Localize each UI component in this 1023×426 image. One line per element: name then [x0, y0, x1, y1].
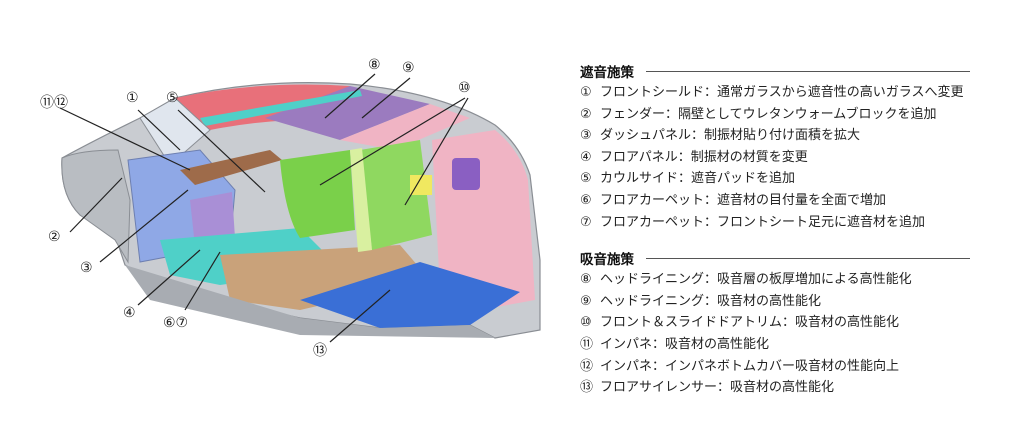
- callout-9: ⑨: [402, 60, 415, 76]
- callout-13: ⑬: [313, 343, 327, 359]
- fender: [61, 149, 131, 264]
- legend-item: ⑧ ヘッドライニング：吸音層の板厚増加による高性能化: [580, 269, 1000, 291]
- callout-3: ③: [80, 260, 93, 276]
- item-text: フロント＆スライドドアトリム：吸音材の高性能化: [600, 315, 900, 331]
- callout-6-7: ⑥⑦: [163, 315, 189, 331]
- car-cutaway-illustration: [59, 73, 541, 343]
- section-rule: [646, 70, 970, 72]
- legend-item: ⑩ フロント＆スライドドアトリム：吸音材の高性能化: [580, 312, 1000, 334]
- item-number: ⑬: [580, 380, 594, 396]
- leader-lines: [59, 73, 469, 343]
- legend-item: ⑥ フロアカーペット：遮音材の目付量を全面で増加: [580, 190, 1000, 212]
- legend-item: ⑫ インパネ：インパネボトムカバー吸音材の性能向上: [580, 356, 1000, 378]
- item-text: フロントシールド：通常ガラスから遮音性の高いガラスへ変更: [600, 85, 964, 100]
- rear-purple-trim: [452, 158, 480, 190]
- floor-silencer: [300, 262, 520, 328]
- callout-10: ⑩: [458, 80, 471, 96]
- dash-block-purple: [190, 192, 235, 246]
- b-pillar: [350, 148, 372, 252]
- item-text: フロアサイレンサー：吸音材の高性能化: [600, 380, 835, 396]
- callout-2: ②: [48, 229, 61, 245]
- section-rule: [646, 257, 970, 259]
- item-number: ⑤: [580, 171, 592, 187]
- item-text: フェンダー：隔壁としてウレタンウォームブロックを追加: [600, 106, 937, 122]
- item-number: ⑥: [580, 192, 592, 208]
- item-text: ヘッドライニング：吸音層の板厚増加による高性能化: [600, 272, 912, 288]
- headliner-rear: [340, 104, 470, 150]
- windshield: [139, 97, 211, 166]
- legend-item: ④ フロアパネル：制振材の材質を変更: [580, 147, 1000, 169]
- floor-carpet: [220, 245, 430, 310]
- callout-1: ①: [126, 90, 139, 106]
- legend-item: ① フロントシールド：通常ガラスから遮音性の高いガラスへ変更: [580, 82, 1000, 104]
- headliner-strip: [200, 90, 362, 126]
- callout-4: ④: [123, 305, 136, 321]
- item-text: ヘッドライニング：吸音材の高性能化: [600, 293, 822, 309]
- item-number: ⑦: [580, 214, 592, 230]
- steering-column: [180, 150, 282, 185]
- item-text: インパネ：インパネボトムカバー吸音材の性能向上: [600, 358, 900, 374]
- item-number: ⑩: [580, 315, 592, 331]
- section-title: 遮音施策: [580, 65, 634, 81]
- section-title: 吸音施策: [580, 252, 634, 269]
- item-number: ⑫: [580, 358, 594, 374]
- legend-item: ⑦ フロアカーペット：フロントシート足元に遮音材を追加: [580, 212, 1000, 234]
- item-number: ④: [580, 149, 592, 165]
- item-text: フロアカーペット：遮音材の目付量を全面で増加: [600, 192, 887, 208]
- item-number: ⑪: [580, 336, 594, 352]
- item-text: インパネ：吸音材の高性能化: [600, 336, 770, 352]
- slide-door-trim: [360, 140, 432, 250]
- callout-8: ⑧: [368, 57, 381, 73]
- item-number: ②: [580, 106, 592, 122]
- legend-item: ⑬ フロアサイレンサー：吸音材の高性能化: [580, 377, 1000, 399]
- item-number: ①: [580, 85, 592, 100]
- callout-11-12: ⑪⑫: [40, 95, 68, 111]
- item-number: ③: [580, 128, 592, 144]
- item-text: ダッシュパネル：制振材貼り付け面積を拡大: [600, 128, 861, 144]
- yellow-panel: [410, 175, 432, 195]
- legend-item: ⑪ インパネ：吸音材の高性能化: [580, 334, 1000, 356]
- callout-5: ⑤: [166, 90, 179, 106]
- rocker: [125, 265, 495, 338]
- legend-item: ③ ダッシュパネル：制振材貼り付け面積を拡大: [580, 125, 1000, 147]
- front-door-trim: [280, 150, 355, 238]
- legend-item: ⑨ ヘッドライニング：吸音材の高性能化: [580, 291, 1000, 313]
- section-heading-sound-absorption: 吸音施策: [580, 247, 1000, 269]
- item-text: カウルサイド：遮音パッドを追加: [600, 171, 796, 187]
- item-number: ⑧: [580, 272, 592, 288]
- item-text: フロアカーペット：フロントシート足元に遮音材を追加: [600, 214, 926, 230]
- item-number: ⑨: [580, 293, 592, 309]
- item-text: フロアパネル：制振材の材質を変更: [600, 149, 808, 165]
- legend: 遮音施策 ① フロントシールド：通常ガラスから遮音性の高いガラスへ変更 ② フェンダ…: [580, 60, 1000, 399]
- section-heading-sound-insulation: 遮音施策: [580, 60, 1000, 82]
- legend-item: ② フェンダー：隔壁としてウレタンウォームブロックを追加: [580, 104, 1000, 126]
- legend-item: ⑤ カウルサイド：遮音パッドを追加: [580, 168, 1000, 190]
- headliner-mid: [265, 86, 430, 140]
